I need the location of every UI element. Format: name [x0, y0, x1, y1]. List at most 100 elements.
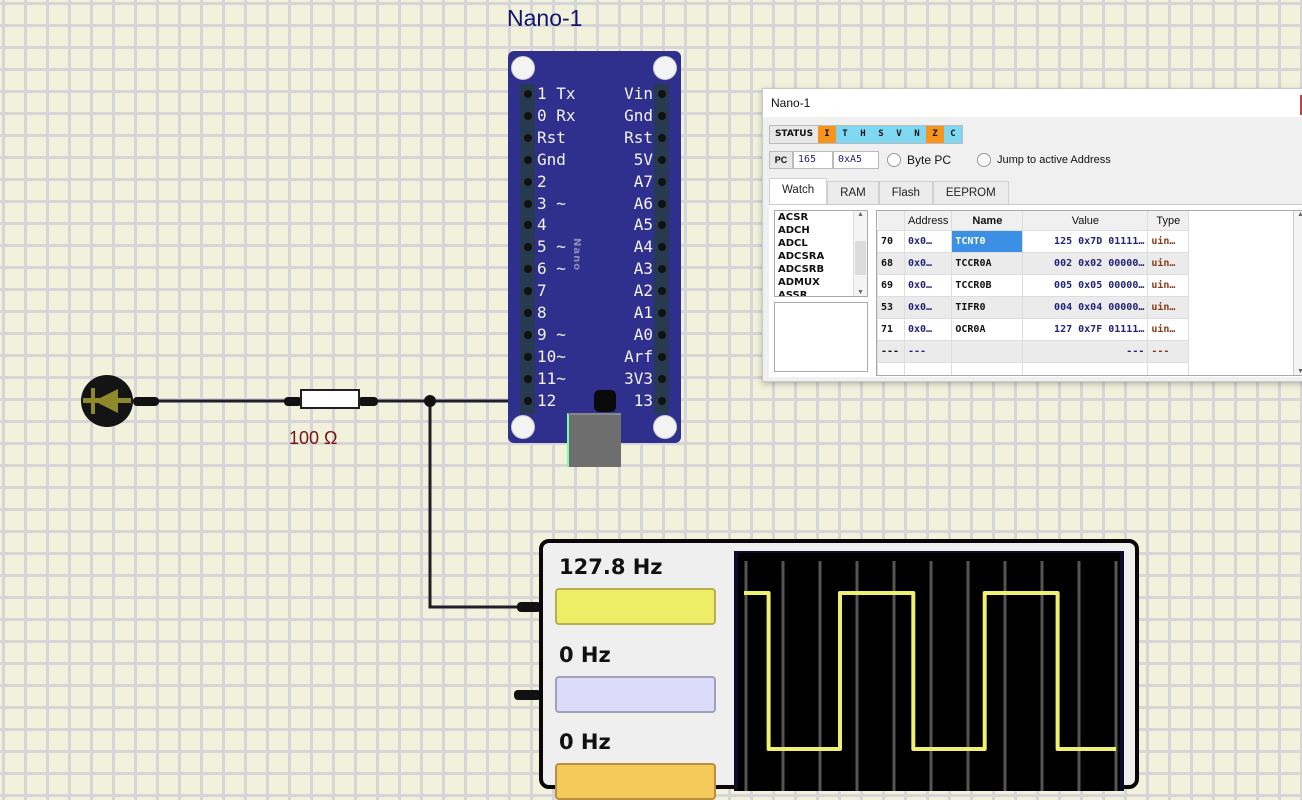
scroll-up-icon[interactable]: ▲: [857, 211, 864, 218]
pin-right-2[interactable]: [658, 133, 666, 142]
column-header-address[interactable]: Address: [904, 211, 953, 231]
pin-left-1[interactable]: [524, 111, 532, 120]
pin-right-6[interactable]: [658, 221, 666, 230]
cell-value: ---: [1022, 340, 1149, 363]
pin-left-8[interactable]: [524, 265, 532, 274]
pin-right-7[interactable]: [658, 243, 666, 252]
pin-label-right: 5V: [633, 149, 653, 169]
window-titlebar[interactable]: Nano-1: [763, 89, 1302, 117]
pin-right-1[interactable]: [658, 111, 666, 120]
pin-left-14[interactable]: [524, 396, 532, 405]
jump-to-active-option[interactable]: Jump to active Address: [977, 153, 1111, 167]
table-row[interactable]: ------------: [877, 340, 1190, 363]
pin-left-13[interactable]: [524, 374, 532, 383]
pin-right-4[interactable]: [658, 177, 666, 186]
pin-right-13[interactable]: [658, 374, 666, 383]
column-header-name[interactable]: Name: [951, 211, 1024, 231]
wires: [133, 395, 541, 700]
register-list-item[interactable]: ACSR: [778, 212, 809, 223]
scroll-up-icon[interactable]: ▲: [1294, 211, 1302, 218]
pin-label-left: 8: [537, 303, 547, 322]
led-component[interactable]: [81, 375, 133, 427]
pin-left-5[interactable]: [524, 199, 532, 208]
pin-right-9[interactable]: [658, 287, 666, 296]
register-list-scrollbar[interactable]: ▲ ▼: [853, 211, 867, 296]
tab-eeprom[interactable]: EEPROM: [932, 181, 1009, 205]
pin-label-left: 9 ~: [537, 324, 566, 344]
pin-right-8[interactable]: [658, 265, 666, 274]
register-list-item[interactable]: ADMUX: [778, 277, 820, 288]
register-list[interactable]: ACSR ADCH ADCL ADCSRA ADCSRB ADMUX ASSR ▲ ▼: [774, 210, 868, 297]
pin-right-3[interactable]: [658, 155, 666, 164]
pin-label-right: A5: [633, 215, 653, 235]
channel-3-bar[interactable]: [555, 763, 716, 800]
cell-empty: [877, 362, 905, 375]
scroll-down-icon[interactable]: ▼: [1294, 368, 1302, 375]
pin-left-9[interactable]: [524, 287, 532, 296]
cell-addr: 0x0…: [903, 252, 953, 275]
pin-row: 5 ~A4: [508, 236, 681, 258]
pin-right-0[interactable]: [658, 90, 666, 98]
pin-label-right: A4: [633, 237, 653, 257]
pin-right-5[interactable]: [658, 199, 666, 208]
register-list-item[interactable]: ASSR: [778, 290, 808, 297]
pin-right-12[interactable]: [658, 352, 666, 361]
pin-left-7[interactable]: [524, 243, 532, 252]
channel-2-bar[interactable]: [555, 676, 716, 713]
register-list-item[interactable]: ADCSRB: [778, 264, 825, 275]
register-list-item[interactable]: ADCSRA: [778, 251, 825, 262]
pin-right-14[interactable]: [658, 396, 666, 405]
column-header-value[interactable]: Value: [1022, 211, 1149, 231]
tab-watch[interactable]: Watch: [769, 178, 828, 204]
pin-label-left: 2: [537, 171, 547, 191]
column-header-type[interactable]: Type: [1147, 211, 1190, 231]
cell-idx: 70: [877, 230, 905, 253]
scope-trace-channel-1: [744, 591, 1116, 751]
resistor-value-label: 100 Ω: [289, 428, 338, 448]
watch-tab-panel: ACSR ADCH ADCL ADCSRA ADCSRB ADMUX ASSR ▲ ▼ Ad…: [769, 204, 1302, 377]
status-flag-i: I: [818, 126, 836, 143]
cell-empty: [1022, 362, 1149, 375]
pin-left-11[interactable]: [524, 330, 532, 339]
resistor-component[interactable]: [300, 389, 360, 409]
tab-ram[interactable]: RAM: [827, 181, 879, 205]
tab-flash[interactable]: Flash: [878, 181, 933, 205]
cell-name: TCCR0A: [951, 252, 1024, 275]
cell-value: 002 0x02 00000…: [1022, 252, 1149, 275]
window-title: Nano-1: [771, 96, 811, 110]
pin-left-6[interactable]: [524, 221, 532, 230]
pin-right-11[interactable]: [658, 330, 666, 339]
oscilloscope[interactable]: 127.8 Hz 0 Hz 0 Hz: [539, 539, 1139, 800]
byte-pc-option[interactable]: Byte PC: [887, 153, 951, 167]
channel-1-bar[interactable]: [555, 588, 716, 625]
pin-left-0[interactable]: [524, 90, 532, 98]
pin-row: 10~Arf: [508, 346, 681, 368]
column-header-index[interactable]: [877, 211, 905, 231]
reset-button[interactable]: [594, 390, 616, 412]
pin-left-12[interactable]: [524, 352, 532, 361]
watch-table-scrollbar[interactable]: ▲ ▼: [1293, 211, 1302, 375]
close-button[interactable]: [1300, 95, 1302, 115]
register-list-item[interactable]: ADCH: [778, 225, 810, 236]
pin-right-10[interactable]: [658, 309, 666, 317]
pin-label-left: 1 Tx: [537, 84, 576, 103]
scroll-down-icon[interactable]: ▼: [857, 289, 864, 296]
pin-label-right: A6: [633, 193, 653, 213]
pin-left-2[interactable]: [524, 133, 532, 142]
register-list-item[interactable]: ADCL: [778, 238, 808, 249]
pin-left-10[interactable]: [524, 309, 532, 317]
pin-left-4[interactable]: [524, 177, 532, 186]
pin-left-3[interactable]: [524, 155, 532, 164]
